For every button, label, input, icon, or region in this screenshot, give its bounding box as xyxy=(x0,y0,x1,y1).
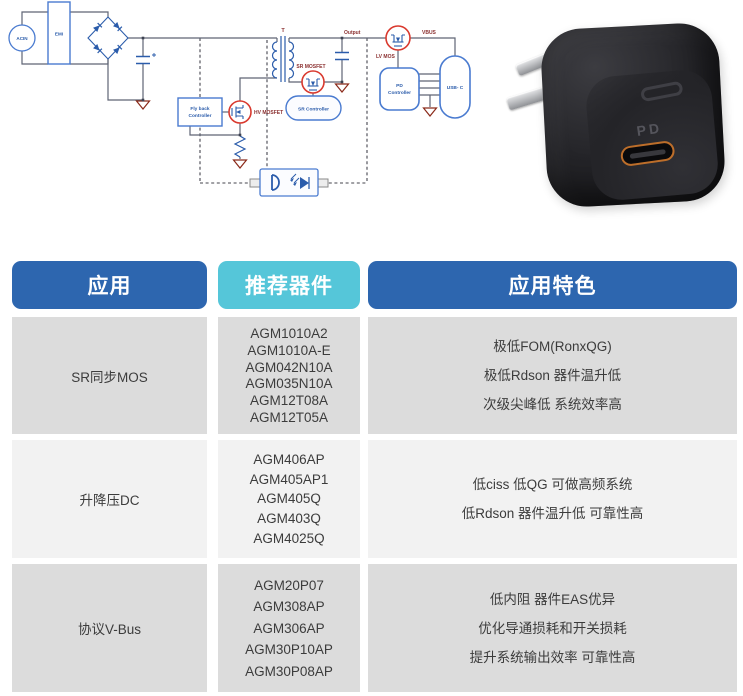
device-name: AGM20P07 xyxy=(254,577,324,593)
device-name: AGM4025Q xyxy=(253,531,325,547)
features-cell: 低内阻 器件EAS优异优化导通损耗和开关损耗提升系统输出效率 可靠性高 xyxy=(368,564,737,692)
ground-symbol xyxy=(232,159,248,169)
feature-line: 提升系统输出效率 可靠性高 xyxy=(469,649,636,665)
feature-line: 极低FOM(RonxQG) xyxy=(493,339,612,354)
application-cell: SR同步MOS xyxy=(12,317,207,434)
pd-label-line1: PD xyxy=(396,83,403,89)
feature-line: 低内阻 器件EAS优异 xyxy=(489,591,616,607)
device-name: AGM406AP xyxy=(253,451,325,467)
bridge-rectifier xyxy=(87,16,129,60)
usb-charger-photo: PD xyxy=(498,6,738,228)
usb-c-port-tongue xyxy=(629,148,666,159)
pd-label-line2: Controller xyxy=(388,90,411,96)
flyback-controller-box: Fly back Controller xyxy=(177,97,223,127)
feature-line: 优化导通损耗和开关损耗 xyxy=(478,620,627,636)
feature-line: 低Rdson 器件温升低 可靠性高 xyxy=(461,506,644,521)
device-name: AGM403Q xyxy=(257,511,321,527)
optocoupler xyxy=(249,168,329,197)
wires xyxy=(21,11,456,159)
features-cell: 低ciss 低QG 可做高频系统低Rdson 器件温升低 可靠性高 xyxy=(368,440,737,558)
pd-controller-box: PD Controller xyxy=(379,67,420,111)
isolation-dashed-boundary xyxy=(199,38,368,184)
sr-mosfet: SR MOSFET xyxy=(296,64,326,94)
transformer-label: T xyxy=(281,28,285,34)
device-name: AGM1010A-E xyxy=(247,342,331,358)
device-name: AGM308AP xyxy=(253,599,325,614)
application-cell: 升降压DC xyxy=(12,440,207,558)
device-name: AGM12T08A xyxy=(249,393,329,409)
junction-dots xyxy=(141,36,344,137)
feature-line: 极低Rdson 器件温升低 xyxy=(483,368,622,383)
ground-symbol xyxy=(135,100,151,110)
features-cell: 极低FOM(RonxQG) 极低Rdson 器件温升低次级尖峰低 系统效率高 xyxy=(368,317,737,434)
device-name: AGM30P08AP xyxy=(245,663,333,679)
ac-input-source: ACIN xyxy=(8,24,36,52)
feature-line: 次级尖峰低 系统效率高 xyxy=(483,397,622,412)
header-application: 应用 xyxy=(12,261,207,309)
application-cell: 协议V-Bus xyxy=(12,564,207,692)
emi-label: EMI xyxy=(55,32,63,37)
charger-body: PD xyxy=(539,21,727,209)
sr-controller-label: SR Controller xyxy=(298,107,329,113)
device-name: AGM30P10AP xyxy=(245,642,333,657)
output-capacitor xyxy=(335,51,349,61)
acin-label: ACIN xyxy=(16,36,28,41)
header-application-features: 应用特色 xyxy=(368,261,737,309)
device-name: AGM035N10A xyxy=(245,376,333,392)
device-name: AGM042N10A xyxy=(245,359,333,375)
emi-filter-box: EMI xyxy=(47,1,71,65)
header-recommended-devices: 推荐器件 xyxy=(218,261,360,309)
vbus-label: VBUS xyxy=(422,30,437,36)
lv-mos: LV MOS VBUS xyxy=(376,25,437,60)
device-name: AGM306AP xyxy=(253,620,325,636)
hv-mosfet-label: HV MOSFET xyxy=(254,110,283,116)
lv-mos-label: LV MOS xyxy=(376,54,395,60)
sr-mosfet-label: SR MOSFET xyxy=(296,64,325,70)
bulk-capacitor xyxy=(136,53,156,65)
sr-controller-box: SR Controller xyxy=(285,95,342,121)
ground-symbol xyxy=(422,107,438,117)
usb-c-connector: USB- C xyxy=(439,55,471,119)
transformer: T xyxy=(271,28,295,82)
sense-resistor xyxy=(233,135,247,158)
device-name: AGM12T05A xyxy=(249,410,329,426)
device-name: AGM405Q xyxy=(257,491,321,507)
charger-pd-label: PD xyxy=(635,119,664,139)
device-name: AGM1010A2 xyxy=(250,325,328,341)
hv-mosfet: HV MOSFET xyxy=(228,100,283,124)
ground-symbol xyxy=(334,83,350,93)
usb-c-label: USB- C xyxy=(447,85,464,91)
feature-line: 低ciss 低QG 可做高频系统 xyxy=(472,477,633,492)
flyback-label-line1: Fly back xyxy=(190,106,210,112)
output-label: Output xyxy=(344,30,361,36)
flyback-label-line2: Controller xyxy=(189,113,212,119)
table-header-row: 应用 推荐器件 应用特色 xyxy=(12,261,737,309)
usb-c-port xyxy=(619,139,676,168)
device-name: AGM405AP1 xyxy=(249,471,329,487)
charger-port-panel: PD xyxy=(584,68,720,203)
circuit-schematic: ACIN EMI Fly back Controller HV MOSFET T xyxy=(8,1,471,197)
